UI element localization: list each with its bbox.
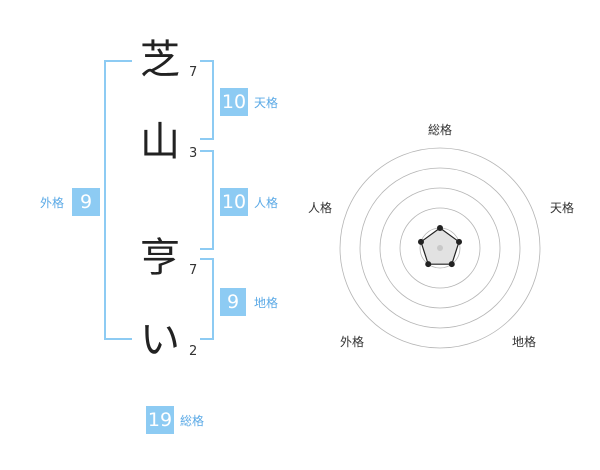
- radar-ring-3: [379, 187, 501, 309]
- tenkaku-label: 天格: [254, 96, 279, 110]
- radar-label-gaikaku: 外格: [340, 334, 364, 349]
- radar-rings: [339, 147, 541, 349]
- soukaku-label: 総格: [180, 414, 205, 428]
- chikaku-bracket: [200, 258, 214, 340]
- radar-ring-2: [399, 207, 481, 289]
- chikaku-value: 9: [220, 288, 246, 316]
- gaikaku-bracket: [104, 60, 132, 340]
- gaikaku-value: 9: [72, 188, 100, 216]
- radar-point-3: [448, 261, 455, 268]
- tenkaku-bracket: [200, 60, 214, 140]
- radar-label-soukaku: 総格: [428, 122, 452, 137]
- name-char-2: 山: [140, 119, 180, 165]
- radar-point-2: [456, 238, 463, 245]
- radar-label-tenkaku: 天格: [550, 200, 574, 215]
- radar-center: [437, 245, 443, 251]
- radar-point-5: [417, 238, 424, 245]
- jinkaku-value: 10: [220, 188, 248, 216]
- radar-point-4: [425, 261, 432, 268]
- radar-label-chikaku: 地格: [512, 334, 536, 349]
- stroke-count-2: 3: [189, 146, 198, 161]
- radar-ring-4: [359, 167, 521, 329]
- radar-point-1: [437, 225, 443, 231]
- chikaku-label: 地格: [254, 296, 279, 310]
- name-char-1: 芝: [140, 37, 180, 83]
- gaikaku-label: 外格: [40, 196, 65, 210]
- radar-chart: 総格 天格 地格 外格 人格: [308, 122, 574, 349]
- jinkaku-bracket: [200, 150, 214, 250]
- name-char-4: い: [140, 317, 180, 363]
- jinkaku-label: 人格: [254, 196, 279, 210]
- radar-ring-5: [339, 147, 541, 349]
- stroke-count-4: 2: [189, 344, 198, 359]
- stroke-count-1: 7: [189, 65, 198, 80]
- name-char-3: 亨: [140, 235, 180, 281]
- radar-points: [417, 225, 463, 268]
- radar-label-jinkaku: 人格: [308, 200, 332, 215]
- soukaku-value: 19: [146, 406, 174, 434]
- stroke-count-3: 7: [189, 263, 198, 278]
- tenkaku-value: 10: [220, 88, 248, 116]
